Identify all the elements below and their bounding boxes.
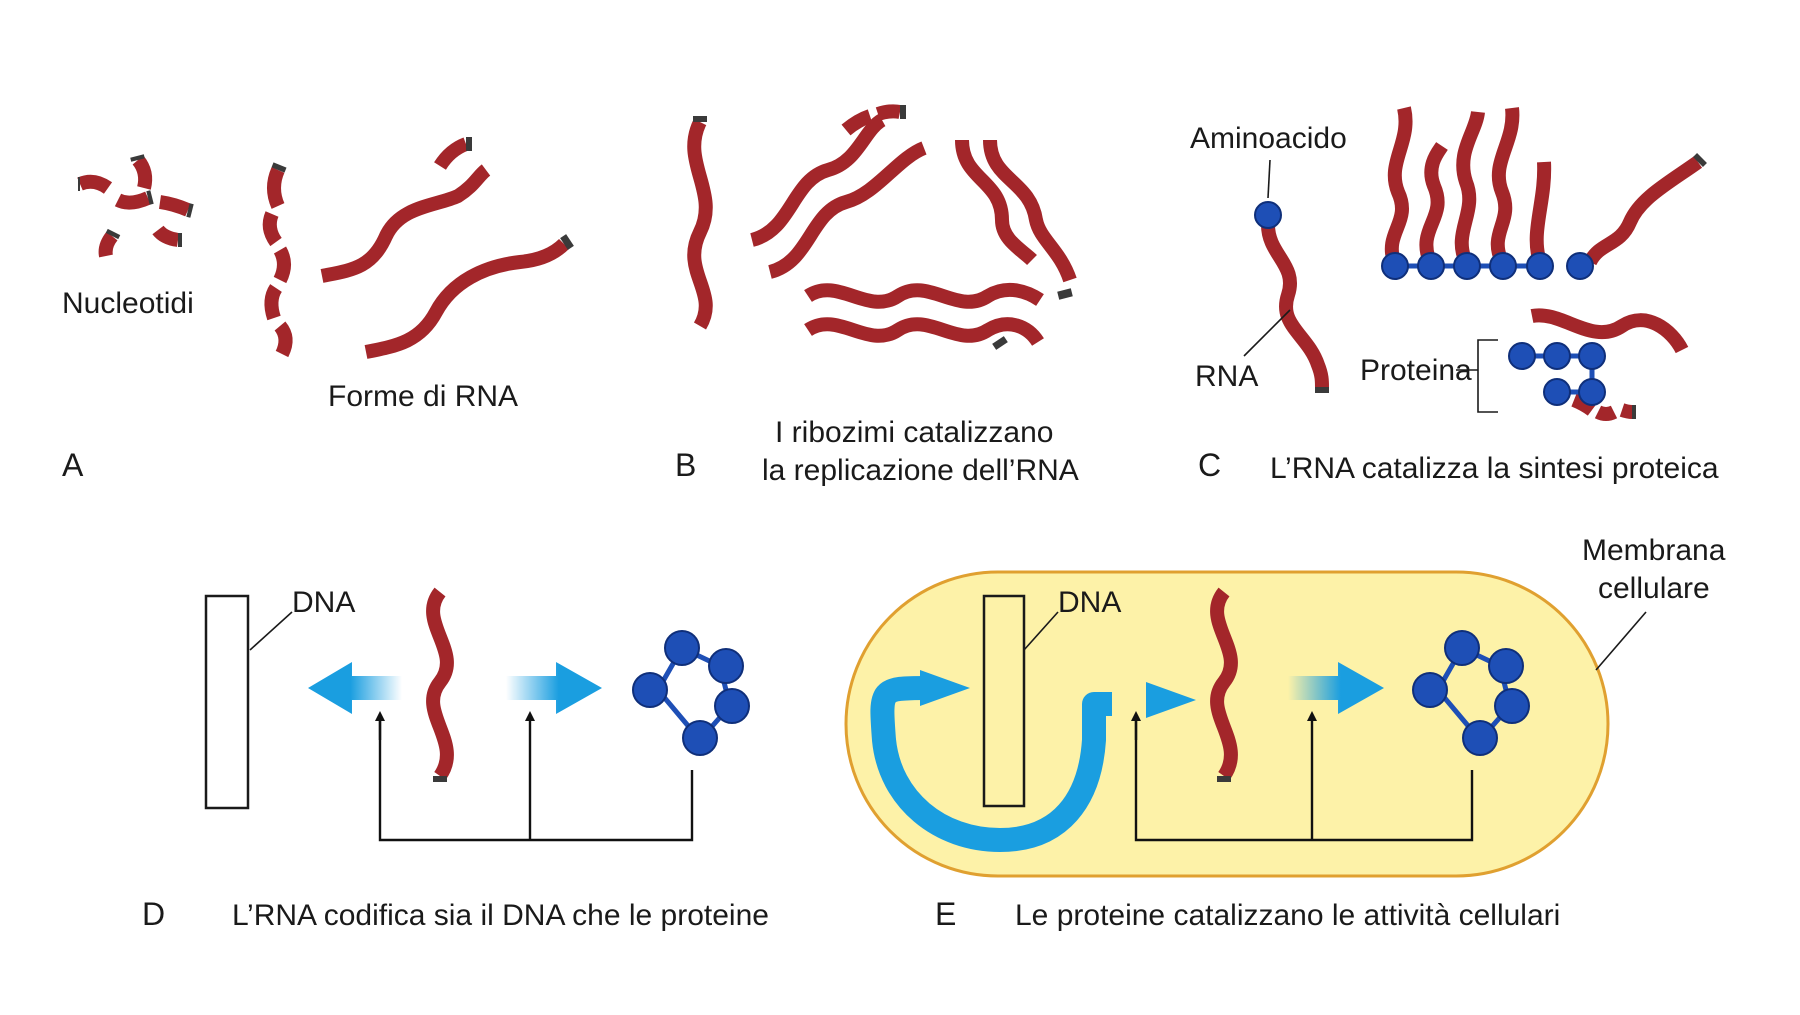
panel-e-dna-label: DNA xyxy=(1058,586,1121,619)
blue-arrowhead-right-e xyxy=(1146,682,1196,718)
panel-a: Nucleotidi Forme di RNA A xyxy=(62,137,574,483)
panel-d: DNA D L’RNA codifica sia il DNA che le p… xyxy=(142,586,769,932)
membrane-leader xyxy=(1595,611,1647,671)
blue-arrow-left-icon xyxy=(308,662,402,714)
dna-box-icon xyxy=(204,594,250,810)
protein-bracket xyxy=(1456,339,1498,413)
blue-arrow-right-icon-e xyxy=(1288,662,1384,714)
feedback-line-e xyxy=(1134,716,1474,842)
panel-b-caption-line1: I ribozimi catalizzano xyxy=(775,416,1053,449)
panel-d-dna-label: DNA xyxy=(292,586,355,619)
panel-d-letter: D xyxy=(142,896,165,932)
feedback-line-d xyxy=(378,716,694,842)
aminoacid-leader xyxy=(1267,159,1271,199)
ribozyme-replication-icon xyxy=(687,104,1077,350)
rna-with-aminoacid-icon xyxy=(1254,201,1329,393)
rna-forms-label: Forme di RNA xyxy=(328,380,518,413)
protein-label: Proteina xyxy=(1360,354,1472,387)
rna-strand-icon xyxy=(426,587,454,782)
panel-a-letter: A xyxy=(62,447,84,483)
dna-leader xyxy=(249,611,293,651)
panel-c-letter: C xyxy=(1198,447,1221,483)
panel-b-caption-line2: la replicazione dell’RNA xyxy=(762,454,1079,487)
protein-synthesis-icon xyxy=(1508,308,1689,421)
blue-arrowhead-left-e xyxy=(920,670,970,706)
panel-e-letter: E xyxy=(935,896,956,932)
panel-c: Aminoacido RNA Proteina xyxy=(1190,106,1719,485)
dna-leader-e xyxy=(1023,611,1059,651)
nucleotides-label: Nucleotidi xyxy=(62,287,194,320)
panel-c-caption: L’RNA catalizza la sintesi proteica xyxy=(1270,452,1719,485)
rna-label: RNA xyxy=(1195,360,1258,393)
panel-b-letter: B xyxy=(675,447,696,483)
blue-arrow-right-icon xyxy=(506,662,602,714)
rna-leader xyxy=(1243,309,1291,357)
nucleotides-icon xyxy=(77,154,194,258)
membrane-label-line2: cellulare xyxy=(1598,572,1710,605)
panel-d-caption: L’RNA codifica sia il DNA che le protein… xyxy=(232,899,769,932)
rna-forms-icon xyxy=(262,137,574,359)
aminoacid-label: Aminoacido xyxy=(1190,122,1347,155)
membrane-label-line1: Membrana xyxy=(1582,534,1726,567)
protein-bead-icon xyxy=(632,630,750,756)
dna-box-icon-e xyxy=(982,594,1026,808)
blue-u-arrow-icon xyxy=(870,676,1112,852)
panel-b: I ribozimi catalizzano la replicazione d… xyxy=(675,104,1079,487)
trna-chain-icon xyxy=(1381,106,1707,280)
panel-e-caption: Le proteine catalizzano le attività cell… xyxy=(1015,899,1560,932)
panel-e: DNA Membrana cellulare E Le proteine cat… xyxy=(844,534,1726,932)
protein-bead-icon-e xyxy=(1412,630,1530,756)
rna-strand-icon-e xyxy=(1210,587,1238,782)
